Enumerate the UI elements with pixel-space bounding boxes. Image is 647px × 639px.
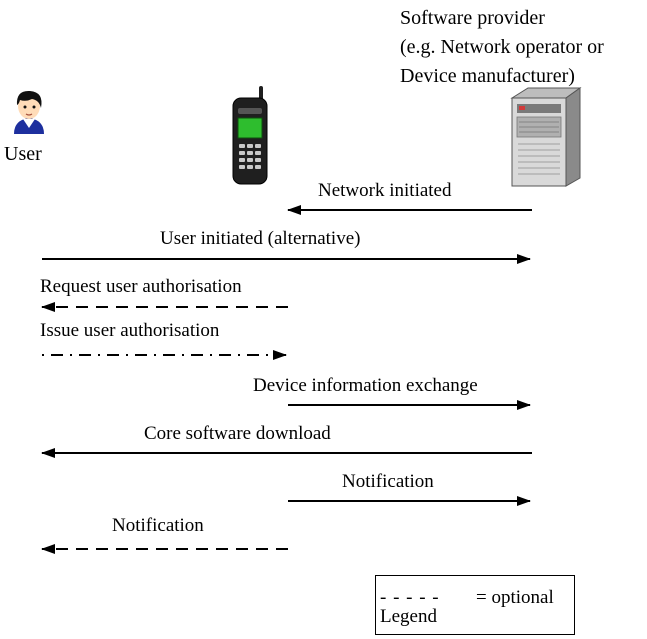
message-label-request-user-authorisation: Request user authorisation <box>40 276 242 297</box>
legend <box>375 575 575 635</box>
legend-dash-sample: - - - - - <box>380 587 440 608</box>
provider-label-line-1: Software provider <box>400 7 545 29</box>
user-label: User <box>4 143 42 165</box>
user-icon <box>14 90 44 134</box>
message-label-user-initiated: User initiated (alternative) <box>160 228 361 249</box>
legend-optional-text: = optional <box>476 587 554 608</box>
provider-label-line-2: (e.g. Network operator or <box>400 36 604 58</box>
message-label-notification-provider: Notification <box>342 471 434 492</box>
message-label-notification-user: Notification <box>112 515 204 536</box>
message-label-core-software-download: Core software download <box>144 423 331 444</box>
message-label-device-information-exchange: Device information exchange <box>253 375 478 396</box>
legend-title: Legend <box>380 606 437 627</box>
message-label-network-initiated: Network initiated <box>318 180 452 201</box>
provider-label-line-3: Device manufacturer) <box>400 65 575 87</box>
message-label-issue-user-authorisation: Issue user authorisation <box>40 320 220 341</box>
mobile-phone-icon <box>232 86 268 185</box>
server-icon <box>510 87 582 187</box>
